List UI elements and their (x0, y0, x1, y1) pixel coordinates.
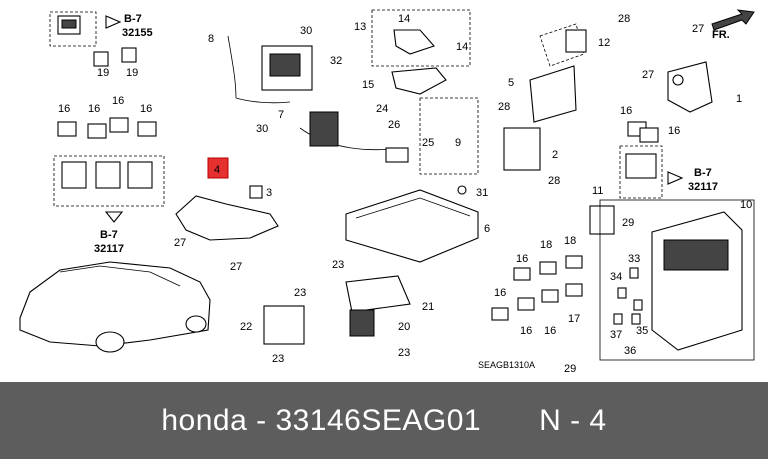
callout-ref: 32155 (122, 27, 153, 39)
part-label: 28 (618, 13, 630, 25)
part-label: 18 (564, 235, 576, 247)
part-label: 6 (484, 223, 490, 235)
part-label: 25 (422, 137, 434, 149)
fuse-box-10 (599, 199, 755, 361)
part-label: 23 (398, 347, 410, 359)
part-label: 15 (362, 79, 374, 91)
part-label: 24 (376, 103, 388, 115)
part-label: 2 (552, 149, 558, 161)
part-label: 16 (88, 103, 100, 115)
part-label: 37 (610, 329, 622, 341)
part-label: 28 (498, 101, 510, 113)
part-label: 19 (126, 67, 138, 79)
part-label: 27 (174, 237, 186, 249)
part-label: 16 (516, 253, 528, 265)
callout-ref: B-7 (124, 13, 142, 25)
part-label: 26 (388, 119, 400, 131)
part-label: 30 (256, 123, 268, 135)
part-label: 29 (622, 217, 634, 229)
module-13-14-15 (371, 9, 471, 95)
part-label: 27 (642, 69, 654, 81)
part-label: 23 (272, 353, 284, 365)
callout-ref: 32117 (94, 243, 124, 255)
part-label: 8 (208, 33, 214, 45)
part-label: 23 (332, 259, 344, 271)
part-label: 9 (455, 137, 461, 149)
part-label: 5 (508, 77, 514, 89)
small-relay-grid (491, 255, 583, 321)
relay-group-right (619, 145, 684, 199)
part-label: 16 (668, 125, 680, 137)
part-label: 1 (736, 93, 742, 105)
part-label: 33 (628, 253, 640, 265)
front-arrow-icon (711, 9, 755, 31)
part-label: 36 (624, 345, 636, 357)
bracket-1 (667, 61, 713, 113)
footer-bar: honda - 33146SEAG01 N - 4 (0, 382, 768, 459)
relay-group (53, 155, 165, 223)
callout-ref: B-7 (100, 229, 118, 241)
car-silhouette (19, 261, 211, 353)
relay-row (57, 117, 157, 139)
part-label: 3 (266, 187, 272, 199)
front-label: FR. (712, 29, 730, 41)
part-label: 23 (294, 287, 306, 299)
bracket-21-22 (263, 275, 411, 345)
part-label: 35 (636, 325, 648, 337)
part-label: 11 (592, 185, 603, 197)
relay-11 (589, 205, 615, 235)
part-label: 14 (398, 13, 410, 25)
diagram-code: SEAGB1310A (478, 360, 535, 370)
part-label: 17 (568, 313, 580, 325)
bracket-4 (175, 185, 279, 241)
part-label: 18 (540, 239, 552, 251)
parts-diagram: B-7 32155 19 19 16 16 16 16 B-7 32117 (19, 9, 755, 375)
part-label: 13 (354, 21, 366, 33)
harness-bracket (227, 35, 313, 104)
part-label: 14 (456, 41, 468, 53)
fuse-set (613, 267, 643, 325)
part-label: 16 (544, 325, 556, 337)
part-label: 27 (230, 261, 242, 273)
part-label: 22 (240, 321, 252, 333)
part-label: 16 (58, 103, 70, 115)
position-text: N - 4 (539, 403, 607, 437)
bracket-5-12 (503, 23, 587, 171)
part-label: 10 (740, 199, 752, 211)
part-label: 20 (398, 321, 410, 333)
part-label: 16 (494, 287, 506, 299)
part-number-text: honda - 33146SEAG01 (161, 403, 482, 437)
part-label: 19 (97, 67, 109, 79)
part-label: 16 (620, 105, 632, 117)
part-label: 12 (598, 37, 610, 49)
part-label: 28 (548, 175, 560, 187)
part-label: 27 (692, 23, 704, 35)
part-label: 16 (112, 95, 124, 107)
part-label: 16 (140, 103, 152, 115)
part-label-highlighted: 4 (214, 164, 220, 176)
connector-cluster-top-left (49, 11, 137, 67)
ecu-6 (345, 185, 479, 263)
part-label: 16 (520, 325, 532, 337)
harness-9 (299, 97, 479, 175)
part-label: 34 (610, 271, 622, 283)
part-label: 30 (300, 25, 312, 37)
callout-ref: B-7 (694, 167, 712, 179)
part-label: 21 (422, 301, 434, 313)
part-label: 32 (330, 55, 342, 67)
relay (639, 127, 659, 143)
part-label: 29 (564, 363, 576, 375)
callout-ref: 32117 (688, 181, 718, 193)
part-label: 7 (278, 109, 284, 121)
highlight-marker (207, 157, 229, 179)
part-label: 31 (476, 187, 488, 199)
